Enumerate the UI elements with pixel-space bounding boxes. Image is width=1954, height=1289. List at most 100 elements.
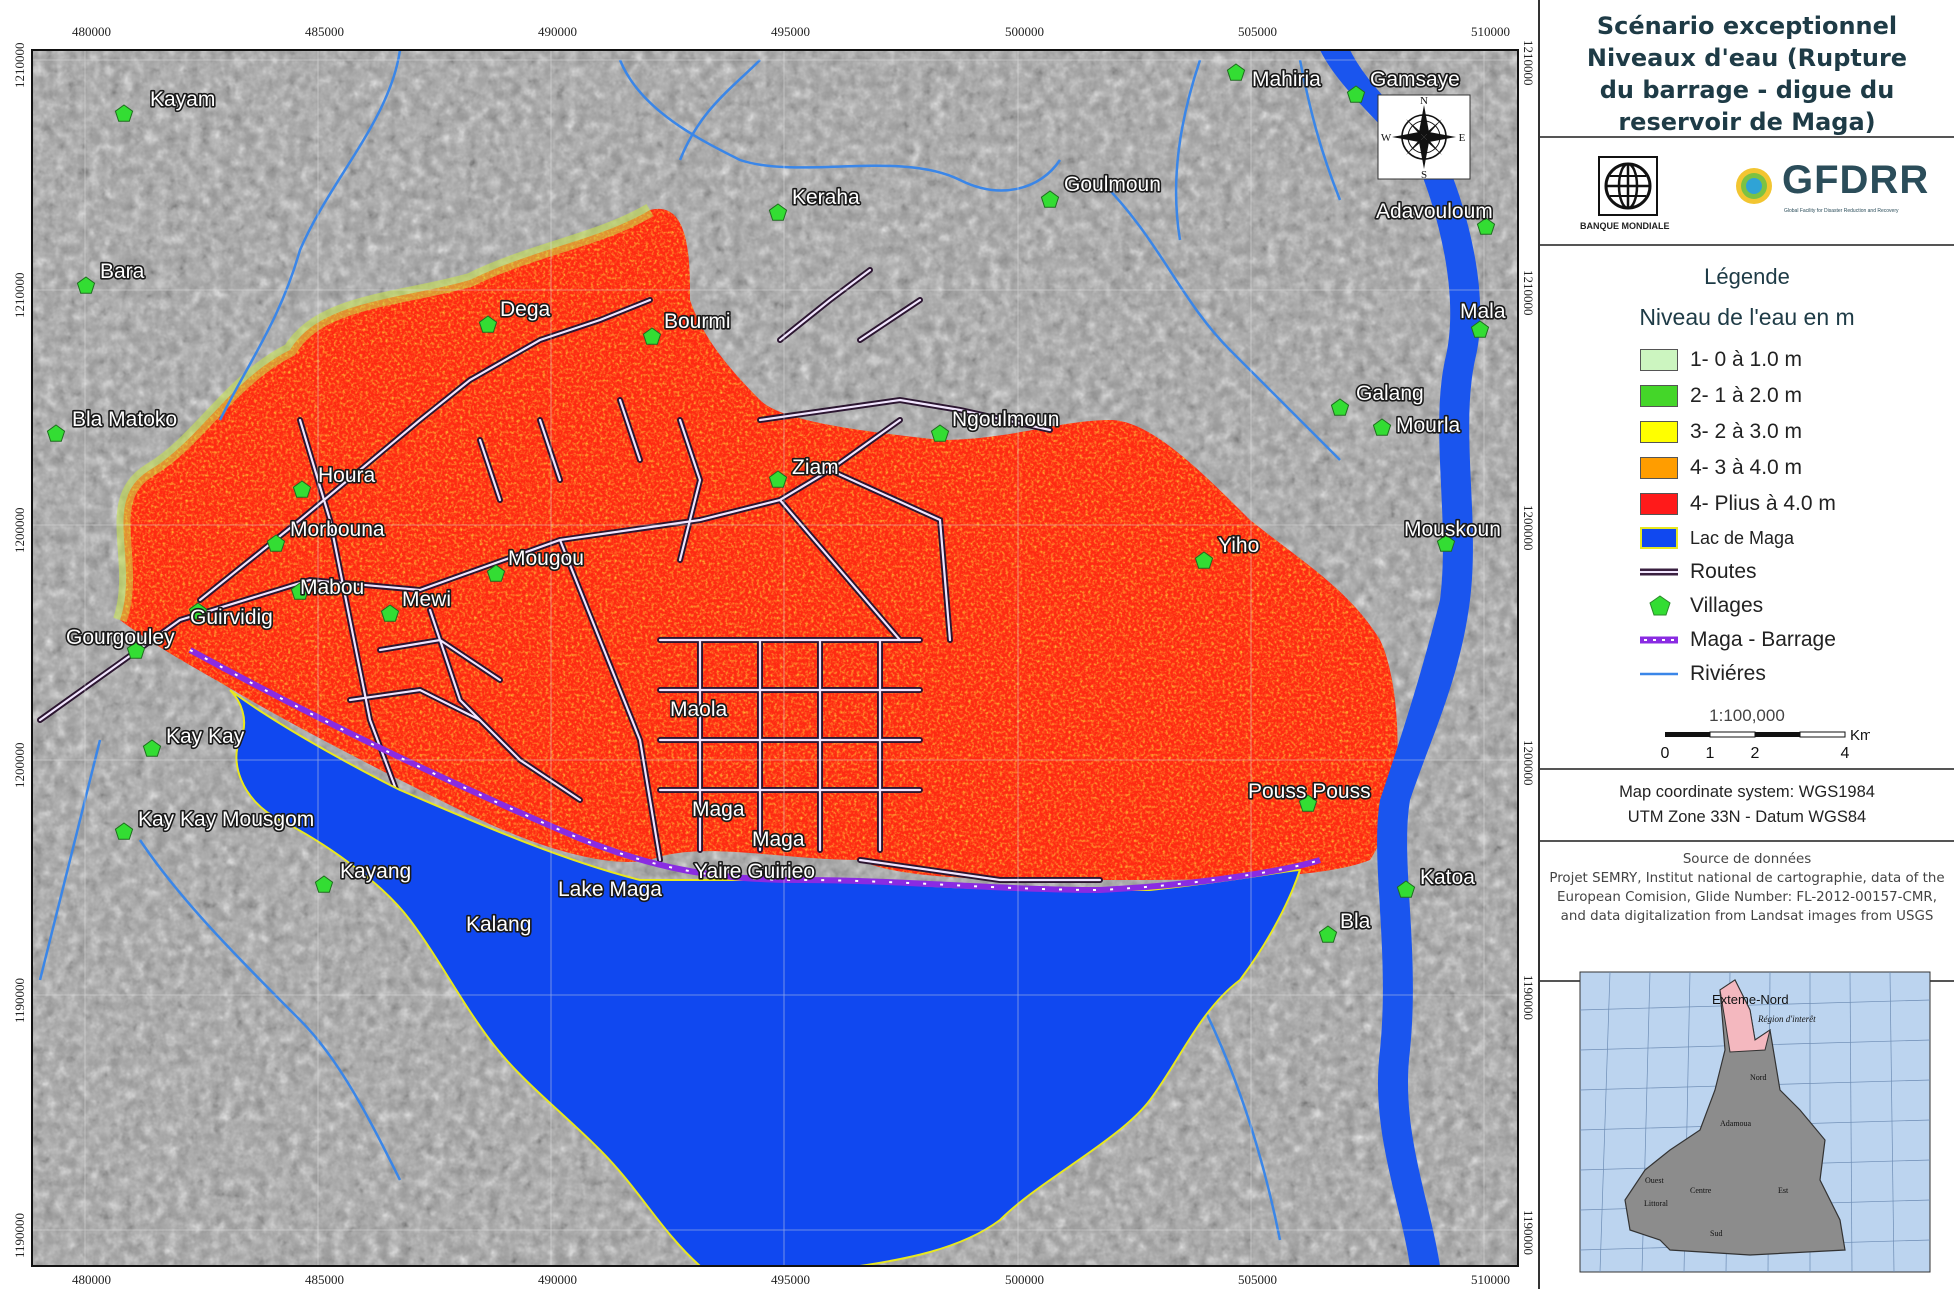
title-line: Niveaux d'eau (Rupture xyxy=(1586,44,1908,72)
village-marker-icon[interactable] xyxy=(114,822,134,840)
village-marker-icon[interactable] xyxy=(126,641,146,659)
village-marker-icon[interactable] xyxy=(768,203,788,221)
village-marker-icon[interactable] xyxy=(930,424,950,442)
village-marker-icon[interactable] xyxy=(1372,418,1392,436)
village-marker-icon[interactable] xyxy=(1346,85,1366,103)
easting-ticks-bottom: 480000 485000 490000 495000 500000 50500… xyxy=(72,1272,1510,1287)
village-label: Dega xyxy=(500,298,551,321)
legend-swatch xyxy=(1640,527,1678,549)
village-label: Gamsaye xyxy=(1370,68,1460,91)
legend-subtitle: Niveau de l'eau en m xyxy=(1639,304,1855,330)
village-label: Mahiria xyxy=(1252,68,1321,91)
river-symbol-icon xyxy=(1640,672,1678,676)
village-label: Adavouloum xyxy=(1376,200,1493,223)
village-label: Kay Kay Mousgom xyxy=(138,808,314,831)
inset-label: Nord xyxy=(1750,1073,1766,1082)
village-label: Maga xyxy=(692,798,745,821)
tick-label: 490000 xyxy=(538,24,577,39)
world-bank-logo-icon xyxy=(1598,156,1658,216)
inset-locator-map: Exteme-Nord Région d'interêt Nord Adamou… xyxy=(1579,971,1931,1273)
legend-label: Lac de Maga xyxy=(1690,528,1795,548)
scale-unit: Km xyxy=(1850,730,1870,744)
village-marker-icon[interactable] xyxy=(188,602,208,620)
map-canvas[interactable]: 480000 485000 490000 495000 500000 50500… xyxy=(0,0,1538,1289)
village-label: Kayang xyxy=(340,860,411,883)
village-label: Keraha xyxy=(792,186,860,209)
village-marker-icon[interactable] xyxy=(486,564,506,582)
northing-ticks-left: 1210000 1210000 1200000 1200000 1190000 … xyxy=(12,43,27,1259)
village-label: Goulmoun xyxy=(1064,173,1161,196)
scale-tick: 4 xyxy=(1841,745,1850,762)
northing-ticks-right: 1210000 1210000 1200000 1200000 1190000 … xyxy=(1521,40,1536,1255)
tick-label: 1200000 xyxy=(12,508,27,554)
crs-line: Map coordinate system: WGS1984 xyxy=(1619,783,1875,801)
tick-label: 1210000 xyxy=(12,43,27,89)
tick-label: 1210000 xyxy=(12,273,27,319)
tick-label: 485000 xyxy=(305,1272,344,1287)
inset-label: Littoral xyxy=(1644,1199,1669,1208)
svg-text:S: S xyxy=(1421,169,1427,181)
village-marker-icon[interactable] xyxy=(1436,534,1456,552)
rivers-layer xyxy=(38,50,1342,1241)
lake-maga xyxy=(229,689,1302,1266)
village-marker-icon[interactable] xyxy=(114,104,134,122)
legend: Légende Niveau de l'eau en m 1- 0 à 1.0 … xyxy=(1540,246,1954,770)
village-marker-icon[interactable] xyxy=(1226,63,1246,81)
village-label: Kalang xyxy=(466,913,531,936)
village-label: Bla Matoko xyxy=(72,408,177,431)
title-line: Scénario exceptionnel xyxy=(1596,12,1898,40)
village-label: Galang xyxy=(1356,382,1424,405)
village-label: Mala xyxy=(1460,300,1506,323)
village-label: Maola xyxy=(670,698,728,721)
tick-label: 1190000 xyxy=(12,1213,27,1258)
village-marker-icon[interactable] xyxy=(266,534,286,552)
village-marker-icon[interactable] xyxy=(1298,794,1318,812)
village-marker-icon[interactable] xyxy=(1396,880,1416,898)
village-marker-icon[interactable] xyxy=(314,875,334,893)
village-label: Bara xyxy=(100,260,145,283)
tick-label: 495000 xyxy=(771,24,810,39)
dam-symbol-icon xyxy=(1640,636,1678,644)
inset-label: Centre xyxy=(1690,1186,1712,1195)
legend-item-depth-3: 3- 2 à 3.0 m xyxy=(1640,416,1940,446)
village-label: Yaire Guirieo xyxy=(694,860,815,883)
coordinate-system: Map coordinate system: WGS1984 UTM Zone … xyxy=(1540,770,1954,842)
village-marker-icon[interactable] xyxy=(292,480,312,498)
village-marker-icon[interactable] xyxy=(1318,925,1338,943)
village-label: Maga xyxy=(752,828,805,851)
village-label: Bourmi xyxy=(664,310,731,333)
legend-item-rivers: Riviéres xyxy=(1640,658,1940,688)
tick-label: 1210000 xyxy=(1521,40,1536,86)
village-marker-icon[interactable] xyxy=(1476,217,1496,235)
title-line: reservoir de Maga) xyxy=(1618,108,1876,136)
village-marker-icon[interactable] xyxy=(46,424,66,442)
village-marker-icon[interactable] xyxy=(478,315,498,333)
village-marker-icon[interactable] xyxy=(1194,551,1214,569)
village-marker-icon[interactable] xyxy=(76,276,96,294)
village-marker-icon[interactable] xyxy=(380,604,400,622)
village-marker-icon[interactable] xyxy=(1040,190,1060,208)
crs-line: UTM Zone 33N - Datum WGS84 xyxy=(1627,808,1867,826)
scale-tick: 1 xyxy=(1706,745,1715,762)
legend-label: 4- Plius à 4.0 m xyxy=(1690,492,1836,515)
village-marker-icon[interactable] xyxy=(1470,320,1490,338)
village-marker-icon[interactable] xyxy=(768,470,788,488)
tick-label: 505000 xyxy=(1238,1272,1277,1287)
graticule xyxy=(32,50,1518,1266)
village-marker-icon[interactable] xyxy=(642,327,662,345)
legend-swatch xyxy=(1640,349,1678,371)
compass-rose-icon: N S E W xyxy=(1377,94,1471,181)
village-label: Yiho xyxy=(1218,534,1259,557)
tick-label: 1200000 xyxy=(1521,740,1536,786)
logos-bar: BANQUE MONDIALE GFDRR Global Facility fo… xyxy=(1540,138,1954,246)
maga-dam xyxy=(188,647,1321,894)
village-marker-icon[interactable] xyxy=(142,739,162,757)
tick-label: 480000 xyxy=(72,1272,111,1287)
village-marker-icon[interactable] xyxy=(1330,398,1350,416)
village-label: Mabou xyxy=(300,576,364,599)
village-marker-icon[interactable] xyxy=(290,582,310,600)
map-border xyxy=(31,49,1519,1267)
world-bank-label: BANQUE MONDIALE xyxy=(1580,221,1670,231)
tick-label: 505000 xyxy=(1238,24,1277,39)
map-frame[interactable]: 480000 485000 490000 495000 500000 50500… xyxy=(0,0,1538,1289)
